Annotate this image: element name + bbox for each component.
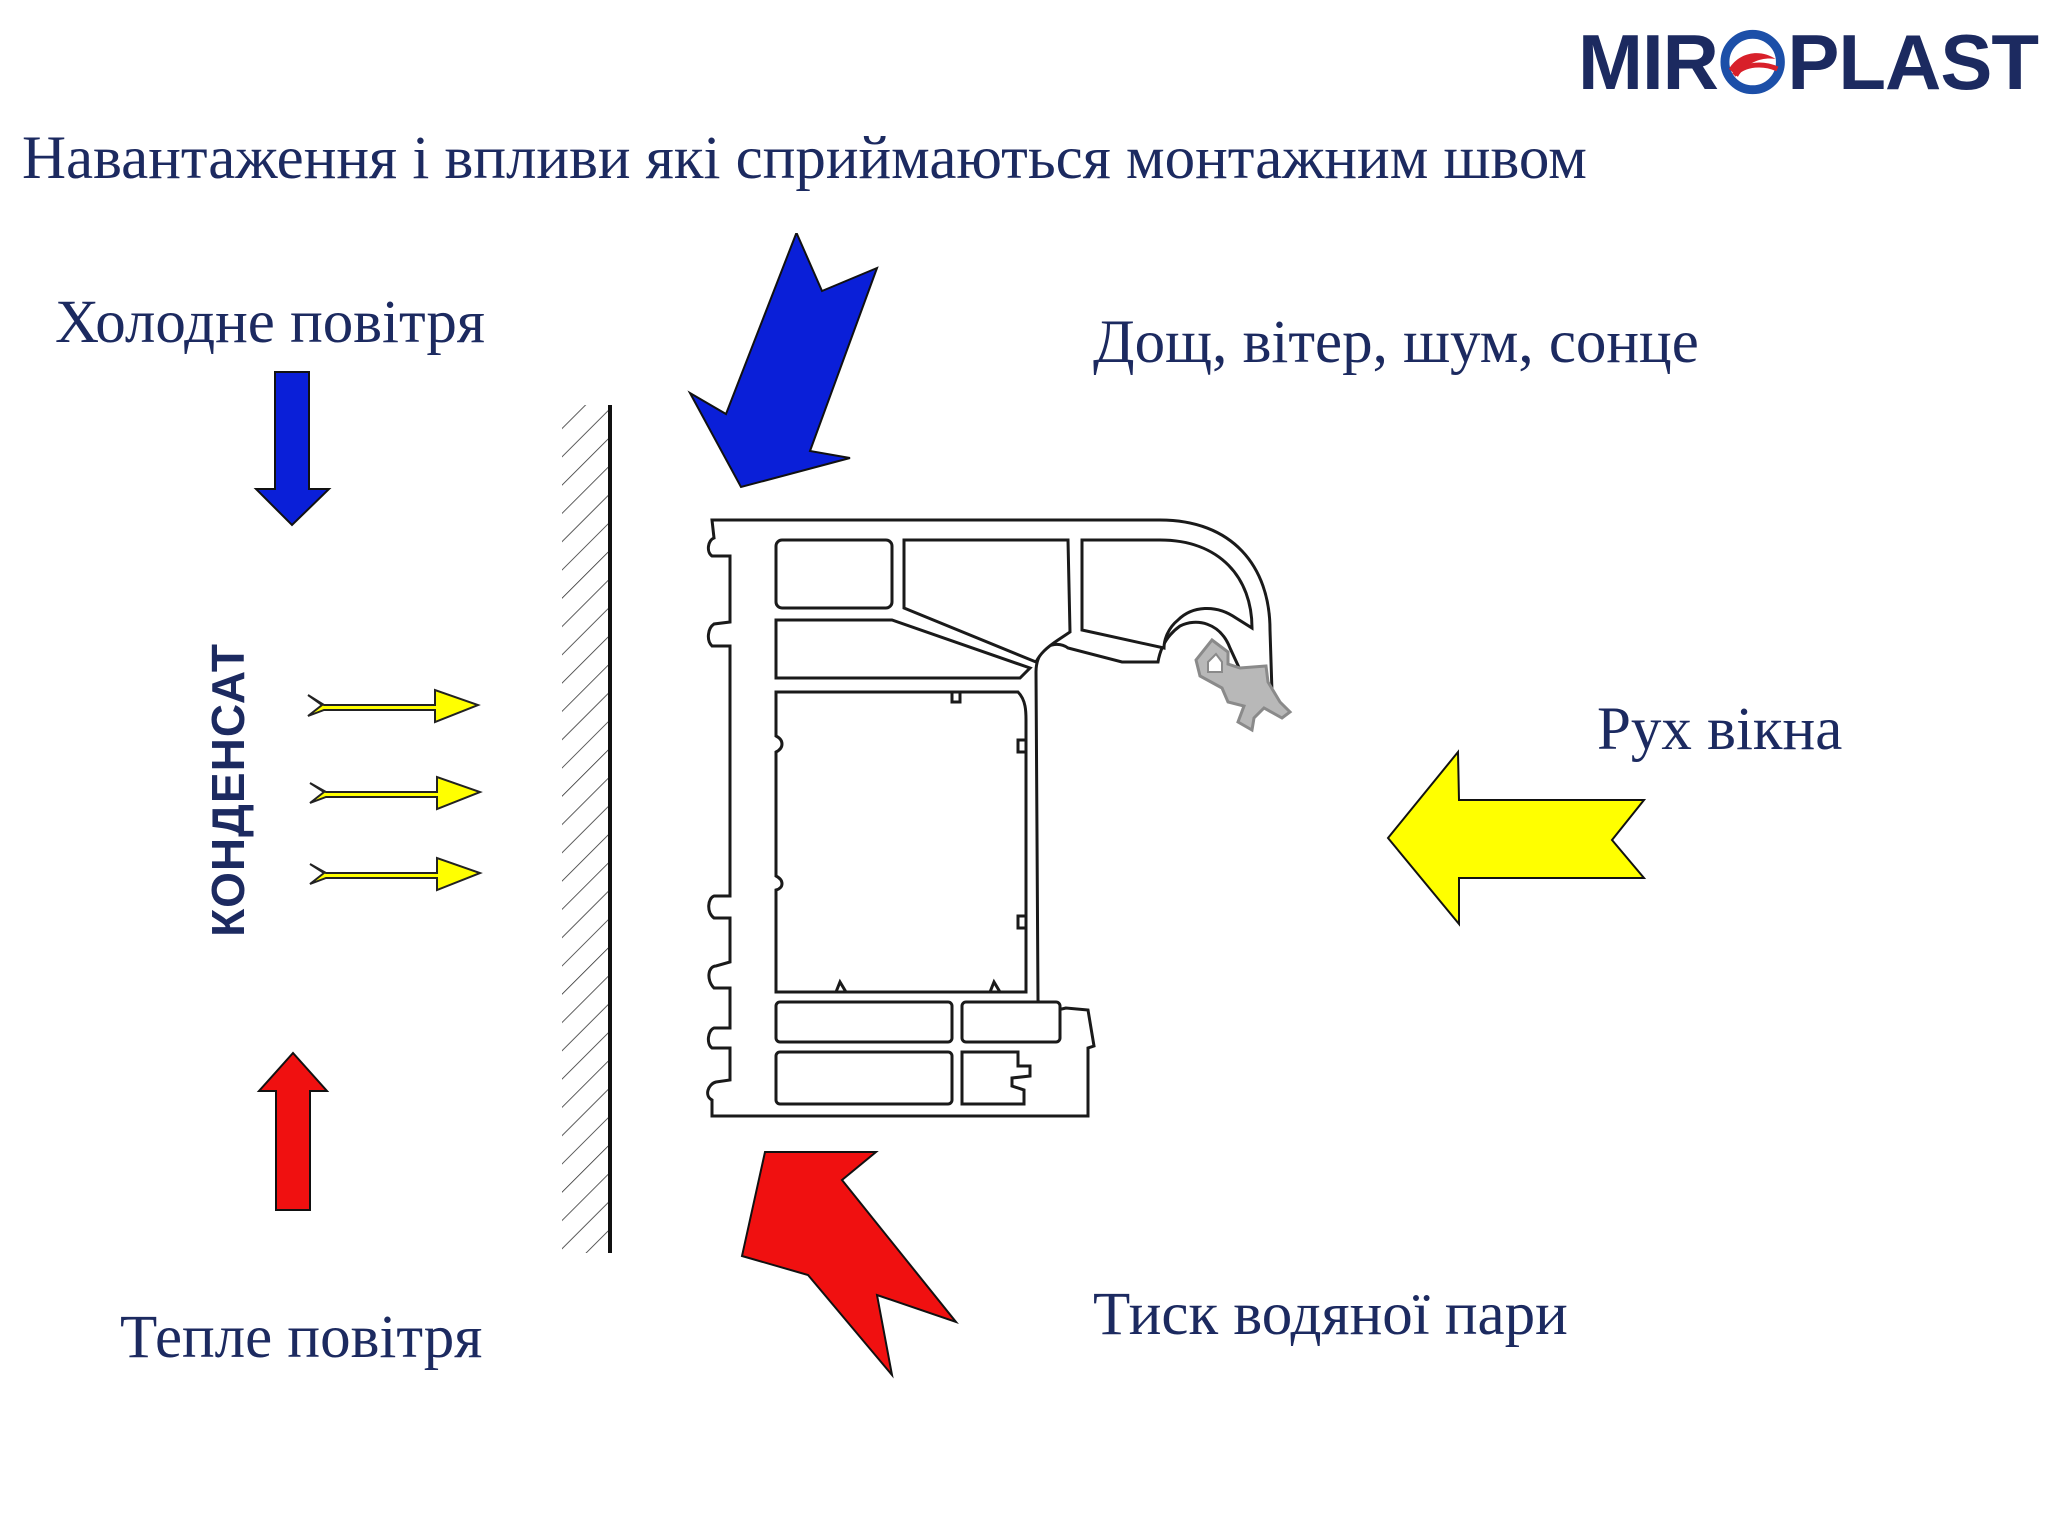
profile-gasket-detail [1207,652,1223,673]
logo-text-right: PLAST [1787,17,2039,106]
vapor-arrow-icon [740,1151,959,1379]
profile-tooth [950,692,962,704]
condensate-arrow-icon [307,688,481,724]
profile-cavity [774,1000,954,1044]
profile-cavity [960,1050,1032,1106]
profile-cavity [774,690,1028,994]
profile-cavity [774,1050,954,1106]
profile-tooth [988,978,1002,993]
profile-tooth [1016,914,1026,930]
cold-arrow-icon [253,371,332,527]
condensate-arrow-icon [309,856,483,892]
wall [562,405,612,1253]
logo-text-left: MIR [1578,17,1719,106]
profile-cavity [902,538,1072,664]
logo-swirl-icon [1720,29,1785,95]
rain-wind-label: Дощ, вітер, шум, сонце [1093,309,1699,376]
warm-arrow-icon [256,1051,330,1211]
profile-cavity [1080,538,1254,650]
window-profile [706,518,1274,1118]
wall-hatching [562,405,608,1253]
profile-cavity [774,618,1033,680]
vapor-pressure-label: Тиск водяної пари [1093,1281,1568,1348]
condensate-arrows [307,688,483,892]
profile-tooth [834,978,848,993]
page-title: Навантаження і впливи які сприймаються м… [22,125,1587,192]
movement-arrow-icon [1386,749,1647,927]
condensate-arrow-icon [309,775,483,811]
miroplast-logo: MIR PLAST [1578,17,2039,106]
cold-air-label: Холодне повітря [55,289,485,356]
warm-air-label: Тепле повітря [120,1304,483,1371]
rain-arrow-icon [687,233,879,489]
profile-cavity [774,538,894,610]
profile-tooth [1016,738,1026,754]
window-movement-label: Рух вікна [1597,696,1843,763]
profile-cavity [960,1000,1062,1044]
